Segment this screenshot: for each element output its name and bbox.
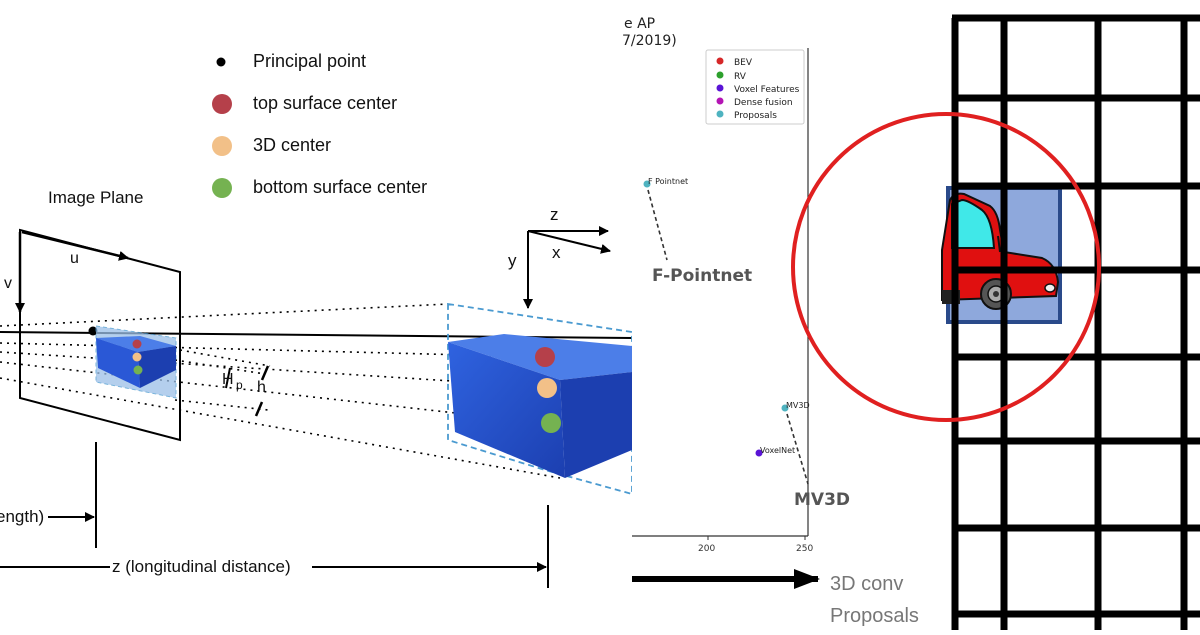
- legend-voxel-features: Voxel Features: [734, 85, 800, 95]
- world-3d-center: [537, 378, 557, 398]
- world-bottom-center: [541, 413, 561, 433]
- f-pointnet-point: [643, 180, 651, 188]
- voxelnet-point: [755, 449, 763, 457]
- f-pointnet-big-label: F-Pointnet: [652, 266, 752, 286]
- f-pointnet-point-group: F Pointnet F-Pointnet: [643, 177, 752, 286]
- projected-bottom-center: [133, 365, 143, 375]
- x-tick-200: 200: [698, 544, 715, 554]
- u-axis-label: u: [70, 250, 79, 267]
- y-axis-label: y: [508, 251, 517, 270]
- legend-3d-center: 3D center: [253, 135, 331, 155]
- legend-dense-fusion: Dense fusion: [734, 98, 793, 108]
- car-headlight: [1044, 283, 1056, 293]
- legend-bev: BEV: [734, 58, 753, 68]
- mv3d-point-group: MV3D MV3D: [781, 401, 850, 510]
- principal-point-dot: [216, 57, 226, 67]
- legend-bev-marker: [716, 57, 724, 65]
- projected-top-center: [132, 339, 142, 349]
- 3d-center-dot: [212, 136, 232, 156]
- legend-proposals: Proposals: [734, 111, 777, 121]
- grid-car-svg: [791, 14, 1200, 630]
- scatter-plot-svg: e AP 7/2019) 200 250 BEV RV Voxel Featur…: [622, 16, 919, 627]
- legend-top-surface-center: top surface center: [253, 93, 397, 113]
- grid-car-panel: [791, 0, 1200, 630]
- projected-box: [95, 325, 177, 399]
- mv3d-point: [781, 404, 789, 412]
- arrow-label-line2: Proposals: [830, 605, 919, 627]
- u-axis-arrow: [21, 230, 129, 261]
- hp-label: H: [222, 371, 234, 388]
- scatter-plot-panel: e AP 7/2019) 200 250 BEV RV Voxel Featur…: [622, 0, 952, 630]
- voxelnet-point-label: VoxelNet: [760, 446, 795, 455]
- legend-principal-point: Principal point: [253, 51, 366, 71]
- camera-projection-svg: Principal point top surface center 3D ce…: [0, 51, 633, 588]
- plot-title-line2: 7/2019): [622, 33, 677, 49]
- legend-rv: RV: [734, 72, 747, 82]
- diagram-legend: Principal point top surface center 3D ce…: [212, 51, 427, 198]
- mv3d-big-label: MV3D: [794, 490, 850, 510]
- top-surface-center-dot: [212, 94, 232, 114]
- f-pointnet-point-label: F Pointnet: [648, 177, 688, 186]
- longitudinal-distance-label: z (longitudinal distance): [112, 557, 291, 576]
- h-label: h: [257, 379, 266, 396]
- image-plane-label: Image Plane: [48, 188, 143, 207]
- legend-bottom-surface-center: bottom surface center: [253, 177, 427, 197]
- projected-3d-center: [132, 352, 142, 362]
- receptive-field-circle: [791, 112, 1101, 422]
- world-top-center: [535, 347, 555, 367]
- bottom-surface-center-dot: [212, 178, 232, 198]
- x-axis-label: x: [552, 243, 561, 262]
- focal-length-label: ength): [0, 507, 44, 526]
- plot-title-line1: e AP: [624, 16, 655, 32]
- arrow-label-line1: 3D conv: [830, 573, 903, 595]
- z-axis-label: z: [550, 205, 559, 224]
- world-axes: z x y: [508, 205, 611, 309]
- principal-point: [88, 326, 98, 336]
- v-axis-label: v: [4, 275, 12, 292]
- legend-voxel-features-marker: [716, 84, 724, 92]
- camera-projection-diagram: Principal point top surface center 3D ce…: [0, 51, 633, 588]
- grid-lines: [951, 14, 1200, 630]
- world-3d-box: [447, 302, 633, 496]
- legend-proposals-marker: [716, 110, 724, 118]
- height-annotation: H p h: [222, 365, 270, 417]
- mv3d-point-label: MV3D: [786, 401, 810, 410]
- x-tick-250: 250: [796, 544, 813, 554]
- legend-dense-fusion-marker: [716, 97, 724, 105]
- legend-rv-marker: [716, 71, 724, 79]
- plot-legend: BEV RV Voxel Features Dense fusion Propo…: [705, 49, 805, 125]
- voxelnet-point-group: VoxelNet: [755, 446, 795, 457]
- hp-subscript: p: [236, 378, 243, 392]
